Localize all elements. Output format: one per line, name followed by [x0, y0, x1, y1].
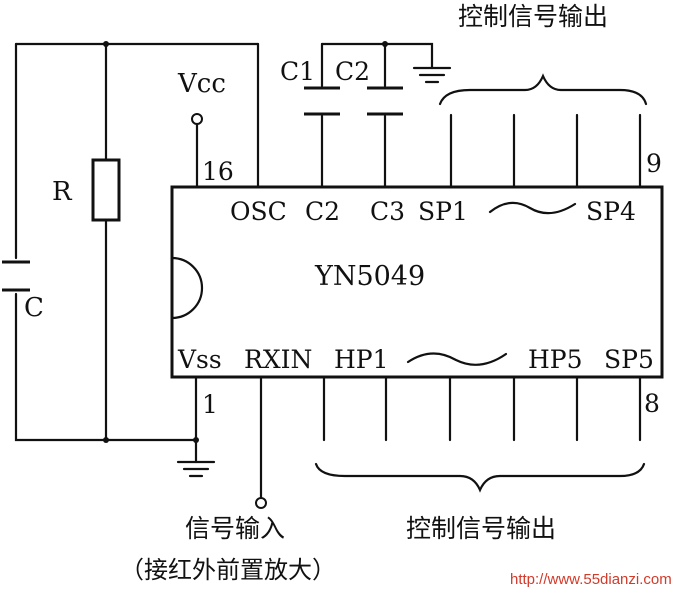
signal-input-terminal	[255, 497, 267, 509]
cap-top-wire	[320, 42, 434, 70]
chip-body	[170, 185, 664, 379]
pin-label-sp1: SP1	[418, 197, 468, 226]
vcc-terminal	[191, 113, 203, 125]
tilde-top	[488, 201, 577, 215]
pin-label-sp4: SP4	[586, 197, 636, 226]
pin-label-c2: C2	[305, 197, 340, 226]
vcc-label: Vcc	[177, 69, 226, 99]
signal-input-note: （接红外前置放大）	[120, 556, 336, 584]
junction-dot	[103, 41, 109, 47]
junction-dot	[382, 41, 388, 47]
top-output-caption: 控制信号输出	[458, 2, 608, 31]
bottom-output-brace	[314, 462, 646, 493]
pin-number-9: 9	[646, 149, 662, 178]
pin-label-sp5: SP5	[604, 345, 654, 374]
bottom-wire	[14, 292, 198, 442]
watermark-text: http://www.55dianzi.com	[510, 571, 672, 588]
pin-label-hp5: HP5	[528, 345, 583, 374]
pin-label-hp1: HP1	[334, 345, 389, 374]
pin-label-rxin: RXIN	[244, 345, 312, 374]
ground-symbol-top	[412, 66, 452, 84]
pin-label-vss: Vss	[177, 345, 222, 374]
junction-dot	[103, 437, 109, 443]
capacitor-c-label: C	[24, 293, 44, 323]
pin-label-osc: OSC	[230, 197, 287, 226]
pin-number-1: 1	[202, 390, 218, 419]
tilde-bottom	[406, 352, 508, 366]
pin-number-16: 16	[202, 157, 234, 186]
top-output-brace	[438, 73, 648, 106]
bottom-output-caption: 控制信号输出	[406, 514, 556, 543]
ground-symbol-bottom	[176, 460, 216, 478]
chip-name: YN5049	[314, 261, 425, 292]
resistor-r	[91, 158, 121, 222]
resistor-label: R	[52, 177, 73, 207]
pin-label-c3: C3	[370, 197, 405, 226]
signal-input-caption: 信号输入	[185, 514, 285, 543]
pin-number-8: 8	[644, 389, 660, 418]
junction-dot	[193, 437, 199, 443]
capacitor-c1-label: C1	[280, 57, 315, 86]
capacitor-c2-label: C2	[335, 57, 370, 86]
chip-notch	[170, 256, 204, 320]
